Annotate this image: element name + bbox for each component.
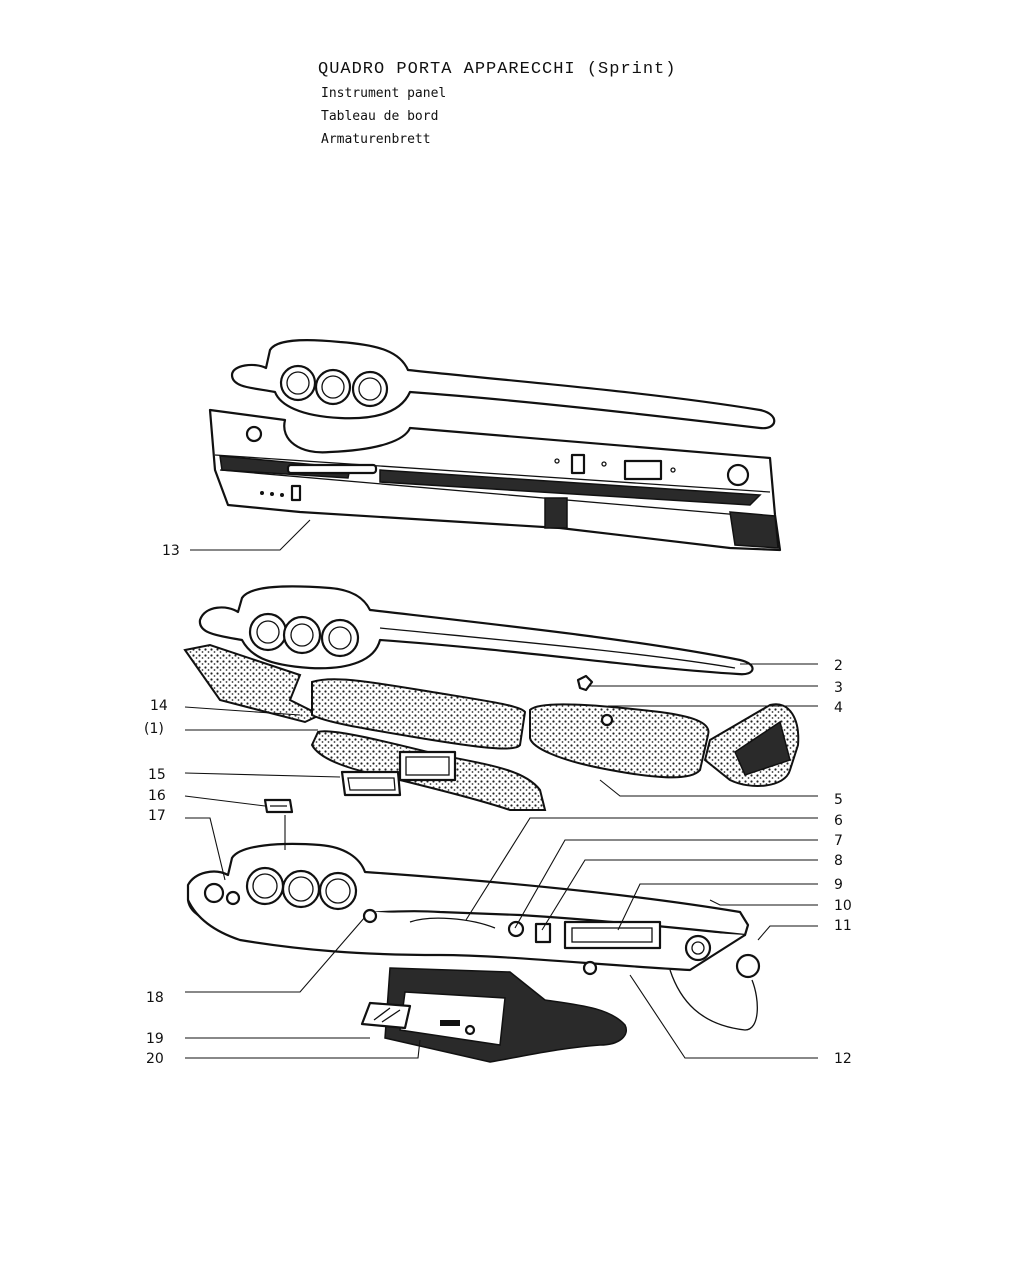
callout-1: (1) <box>144 721 164 737</box>
subtitle-english: Instrument panel <box>321 86 447 101</box>
callout-19: 19 <box>146 1031 164 1047</box>
padded-trim-left <box>183 643 323 724</box>
callout-14: 14 <box>150 698 168 714</box>
side-trim-piece <box>703 703 800 787</box>
callout-17: 17 <box>148 808 166 824</box>
callout-2: 2 <box>834 658 843 674</box>
small-emblem <box>263 798 294 814</box>
callout-15: 15 <box>148 767 166 783</box>
assembled-dashboard <box>186 842 761 1031</box>
lower-console-trim <box>310 730 547 811</box>
callout-7: 7 <box>834 833 843 849</box>
glove-box-door <box>384 967 627 1063</box>
callout-8: 8 <box>834 853 843 869</box>
subtitle-german: Armaturenbrett <box>321 132 431 147</box>
name-plate <box>360 1001 412 1030</box>
callout-9: 9 <box>834 877 843 893</box>
callout-labels: 13 2 3 4 14 (1) 15 5 16 17 6 7 8 9 10 11… <box>144 543 852 1067</box>
callout-18: 18 <box>146 990 164 1006</box>
callout-5: 5 <box>834 792 843 808</box>
page-title: QUADRO PORTA APPARECCHI (Sprint) <box>318 60 677 79</box>
callout-4: 4 <box>834 700 843 716</box>
subtitle-french: Tableau de bord <box>321 109 439 124</box>
callout-13: 13 <box>162 543 180 559</box>
callout-11: 11 <box>834 918 852 934</box>
callout-12: 12 <box>834 1051 852 1067</box>
callout-20: 20 <box>146 1051 164 1067</box>
instrument-panel-frame <box>208 338 782 552</box>
padded-trim-right <box>529 703 710 779</box>
clip-part <box>576 674 594 692</box>
dashboard-top-padding <box>198 585 754 676</box>
callout-10: 10 <box>834 898 852 914</box>
callout-16: 16 <box>148 788 166 804</box>
callout-3: 3 <box>834 680 843 696</box>
leader-lines <box>184 519 818 1059</box>
callout-6: 6 <box>834 813 843 829</box>
padded-trim-center <box>311 678 527 750</box>
